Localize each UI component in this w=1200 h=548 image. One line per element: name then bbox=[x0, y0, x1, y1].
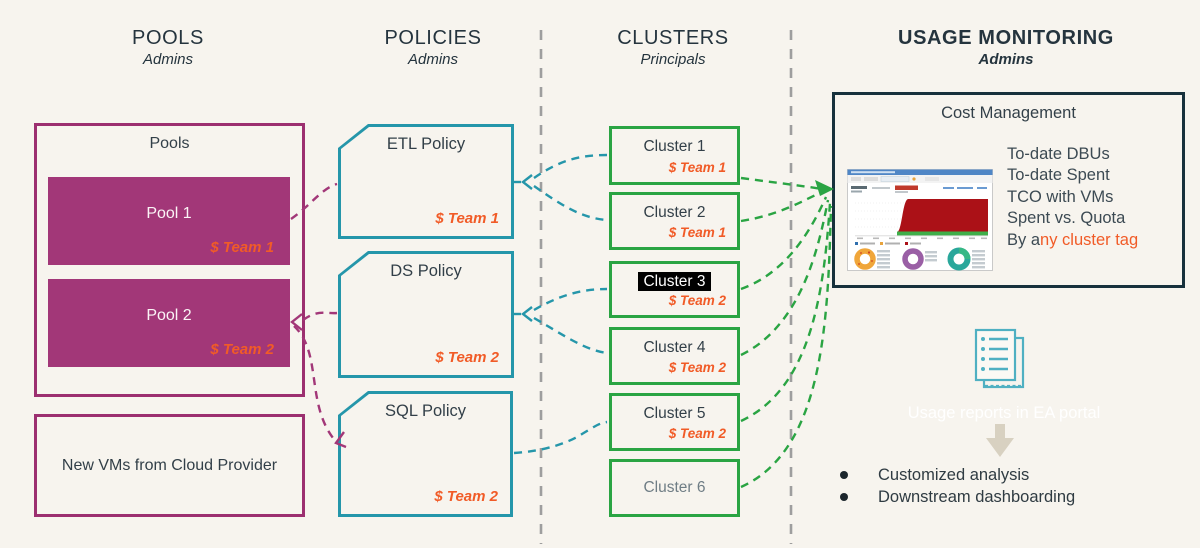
list-item: Downstream dashboarding bbox=[840, 486, 1075, 508]
etl-policy-label: ETL Policy bbox=[386, 135, 466, 153]
cluster-2-team-tag: $ Team 1 bbox=[668, 225, 726, 240]
metric-tco-with-vms: TCO with VMs bbox=[1007, 187, 1114, 206]
usage-monitoring-column-subtitle: Admins bbox=[978, 51, 1034, 68]
sql-policy-team-tag: $ Team 2 bbox=[434, 488, 498, 505]
metric-by-cluster-tag: By any cluster tag bbox=[1007, 230, 1139, 249]
cost-management-box: Cost Management bbox=[832, 92, 1185, 288]
cluster-5-label: Cluster 5 bbox=[643, 405, 706, 422]
sql-policy-box: SQL Policy $ Team 2 bbox=[338, 391, 513, 517]
clusters-column-subtitle: Principals bbox=[640, 51, 706, 68]
cost-metrics-list: To-date DBUs To-date Spent TCO with VMs … bbox=[1007, 144, 1138, 251]
reports-caption: Usage reports in EA portal bbox=[907, 404, 1101, 422]
cluster-1-label: Cluster 1 bbox=[643, 138, 706, 155]
ds-policy-team-tag: $ Team 2 bbox=[435, 349, 499, 366]
policies-column-subtitle: Admins bbox=[407, 51, 459, 68]
new-vms-box: New VMs from Cloud Provider bbox=[34, 414, 305, 517]
cluster-5-box: Cluster 5 $ Team 2 bbox=[609, 393, 740, 451]
metric-spent-vs-quota: Spent vs. Quota bbox=[1007, 209, 1126, 228]
cluster-monitoring-connectors bbox=[740, 176, 833, 489]
documents-report-icon bbox=[972, 328, 1030, 392]
pool-1-label: Pool 1 bbox=[146, 205, 192, 222]
pool-2-box: Pool 2 $ Team 2 bbox=[48, 279, 290, 367]
pools-container-label: Pools bbox=[149, 135, 190, 152]
usage-monitoring-column-title: USAGE MONITORING bbox=[898, 27, 1114, 49]
pools-column-title: POOLS bbox=[132, 27, 204, 49]
clusters-column-header: CLUSTERS Principals bbox=[573, 26, 773, 70]
bullet-customized-analysis: Customized analysis bbox=[878, 465, 1030, 484]
cluster-6-box: Cluster 6 bbox=[609, 459, 740, 517]
policy-cluster-connectors bbox=[513, 153, 608, 455]
policies-column-title: POLICIES bbox=[384, 27, 482, 49]
clusters-column-title: CLUSTERS bbox=[617, 27, 729, 49]
cluster-1-team-tag: $ Team 1 bbox=[668, 160, 726, 175]
ds-policy-box: DS Policy $ Team 2 bbox=[338, 251, 514, 378]
cluster-tag-highlight: ny cluster tag bbox=[1040, 230, 1139, 249]
pool-1-team-tag: $ Team 1 bbox=[210, 239, 274, 256]
metric-to-date-dbus: To-date DBUs bbox=[1007, 145, 1110, 163]
pool-1-box: Pool 1 $ Team 1 bbox=[48, 177, 290, 265]
cluster-4-box: Cluster 4 $ Team 2 bbox=[609, 327, 740, 385]
cluster-5-team-tag: $ Team 2 bbox=[668, 426, 726, 441]
cost-management-title: Cost Management bbox=[941, 104, 1076, 122]
bullet-icon bbox=[840, 493, 848, 501]
cluster-3-label: Cluster 3 bbox=[612, 272, 737, 291]
usage-monitoring-column-header: USAGE MONITORING Admins bbox=[856, 26, 1156, 70]
policies-column-header: POLICIES Admins bbox=[333, 26, 533, 70]
cluster-3-team-tag: $ Team 2 bbox=[668, 293, 726, 308]
etl-policy-box: ETL Policy $ Team 1 bbox=[338, 124, 514, 239]
metric-to-date-spent: To-date Spent bbox=[1007, 166, 1110, 185]
sql-policy-label: SQL Policy bbox=[384, 402, 466, 420]
arrowhead bbox=[521, 174, 533, 190]
etl-policy-team-tag: $ Team 1 bbox=[435, 210, 499, 227]
pools-container-box: Pools Pool 1 $ Team 1 Pool 2 $ Team 2 bbox=[34, 123, 305, 397]
ds-policy-label: DS Policy bbox=[390, 262, 462, 280]
bullet-icon bbox=[840, 471, 848, 479]
arrowhead bbox=[521, 306, 533, 322]
cluster-4-team-tag: $ Team 2 bbox=[668, 360, 726, 375]
bullet-downstream-dashboarding: Downstream dashboarding bbox=[878, 487, 1076, 506]
cost-dashboard-thumbnail bbox=[847, 169, 993, 271]
pool-2-label: Pool 2 bbox=[146, 307, 192, 324]
pools-column-subtitle: Admins bbox=[142, 51, 194, 68]
cluster-3-box: Cluster 3 $ Team 2 bbox=[609, 261, 740, 318]
pool-2-team-tag: $ Team 2 bbox=[210, 341, 274, 358]
cluster-3-highlighted-text: Cluster 3 bbox=[638, 272, 711, 291]
cluster-4-label: Cluster 4 bbox=[643, 339, 706, 356]
outcomes-bullet-list: Customized analysis Downstream dashboard… bbox=[840, 464, 1075, 508]
new-vms-label: New VMs from Cloud Provider bbox=[61, 456, 278, 474]
pools-column-header: POOLS Admins bbox=[68, 26, 268, 70]
list-item: Customized analysis bbox=[840, 464, 1075, 486]
cluster-2-label: Cluster 2 bbox=[643, 204, 706, 221]
cluster-1-box: Cluster 1 $ Team 1 bbox=[609, 126, 740, 185]
cluster-2-box: Cluster 2 $ Team 1 bbox=[609, 192, 740, 250]
down-arrow-icon bbox=[986, 424, 1014, 458]
cluster-6-label: Cluster 6 bbox=[643, 479, 706, 496]
